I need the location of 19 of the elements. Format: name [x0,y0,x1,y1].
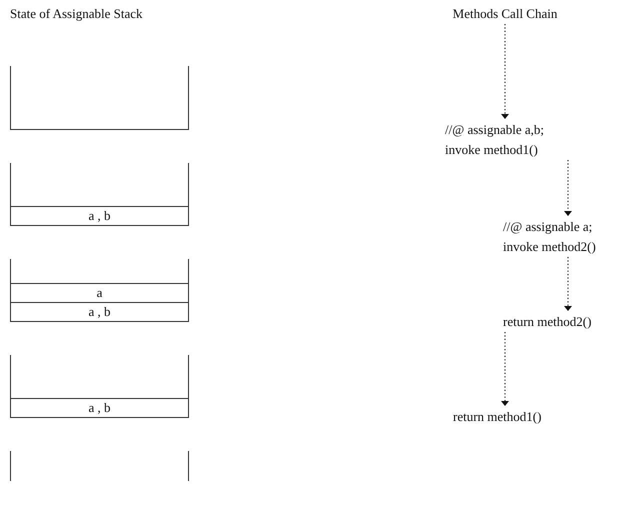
stack-entry: a [11,283,188,302]
stack-frame [10,355,189,418]
stack-entry: a , b [11,206,188,225]
arrow [501,24,509,120]
stack-frame [10,163,189,226]
stack-frame [10,451,189,481]
heading: State of Assignable Stack [10,5,143,23]
call-step: //@ assignable a; invoke method2() [503,217,629,257]
stack-frame [10,66,189,130]
stack-entry: a , b [11,398,188,417]
stack-frame [10,259,189,322]
call-step: return method1() [453,407,563,427]
call-step: //@ assignable a,b; invoke method1() [445,120,575,160]
arrow [564,256,572,312]
arrow [564,160,572,216]
arrow [501,332,509,406]
call-step: return method2() [503,312,613,332]
stack-entry: a , b [11,302,188,321]
heading: Methods Call Chain [445,4,565,24]
